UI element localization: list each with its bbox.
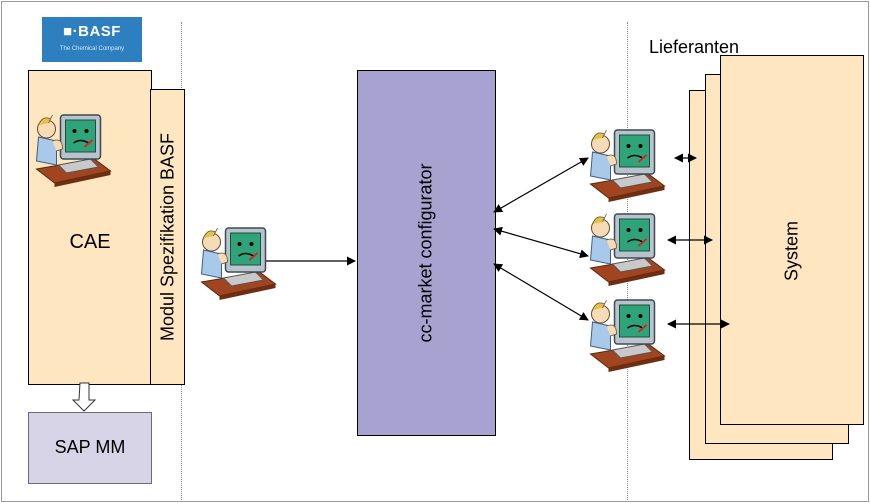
config-supplier-line-2: [493, 226, 589, 259]
cae-label: CAE: [69, 231, 111, 253]
config-supplier-line-1: [493, 157, 589, 213]
computer-user-icon: [200, 227, 277, 300]
logo-wordmark: ■·BASF: [63, 23, 121, 40]
sap-mm-box: SAP MM: [28, 412, 152, 484]
computer-user-icon: [35, 114, 112, 187]
computer-user-icon: [589, 213, 666, 286]
suppliers-label: Lieferanten: [649, 37, 740, 57]
basf-logo: ■·BASF The Chemical Company: [42, 17, 142, 62]
configurator-box: cc-market configurator: [357, 70, 496, 436]
config-supplier-line-3: [493, 263, 589, 321]
logo-tagline: The Chemical Company: [59, 46, 125, 52]
computer-user-icon: [589, 299, 666, 372]
module-spec-box: Modul Spezifikation BASF: [150, 89, 185, 385]
sap-mm-label: SAP MM: [54, 437, 126, 457]
system-box-front: System: [720, 55, 864, 425]
cae-to-sap-arrow: [71, 382, 97, 412]
computer-user-icon: [589, 129, 666, 202]
